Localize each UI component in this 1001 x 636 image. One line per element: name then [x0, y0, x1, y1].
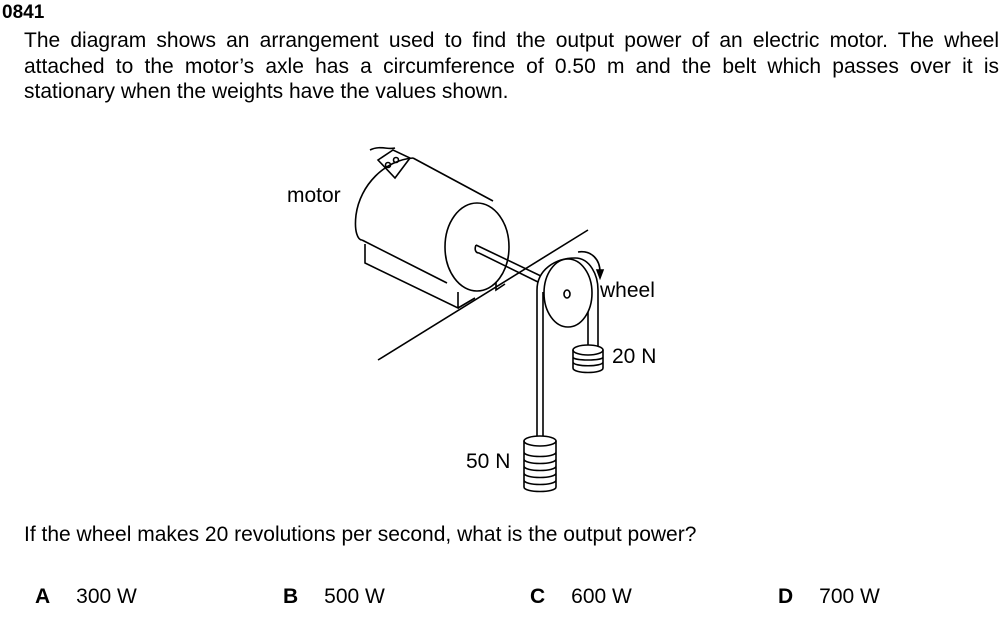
terminal-box	[369, 146, 412, 180]
question-text: If the wheel makes 20 revolutions per se…	[24, 523, 697, 546]
option-b[interactable]: B 500 W	[283, 585, 385, 609]
table-edge	[377, 229, 589, 361]
label-50n: 50 N	[466, 450, 511, 473]
rotation-arrow-icon	[577, 250, 601, 273]
option-letter: A	[35, 585, 51, 608]
option-c[interactable]: C 600 W	[530, 585, 632, 609]
option-a[interactable]: A 300 W	[35, 585, 137, 609]
motor-body	[354, 157, 494, 284]
option-letter: C	[530, 585, 546, 608]
label-motor: motor	[287, 184, 341, 207]
option-text: 600 W	[571, 585, 632, 608]
wheel	[543, 258, 593, 328]
weight-20n	[572, 344, 604, 374]
question-stem: The diagram shows an arrangement used to…	[24, 29, 999, 103]
option-letter: D	[778, 585, 794, 608]
weight-50n	[523, 435, 557, 493]
option-letter: B	[283, 585, 299, 608]
option-text: 500 W	[324, 585, 385, 608]
option-d[interactable]: D 700 W	[778, 585, 880, 609]
motor-front-face	[444, 202, 510, 292]
question-number: 0841	[2, 2, 45, 23]
option-text: 300 W	[76, 585, 137, 608]
label-20n: 20 N	[612, 345, 657, 368]
option-text: 700 W	[819, 585, 880, 608]
label-wheel: wheel	[600, 279, 655, 302]
